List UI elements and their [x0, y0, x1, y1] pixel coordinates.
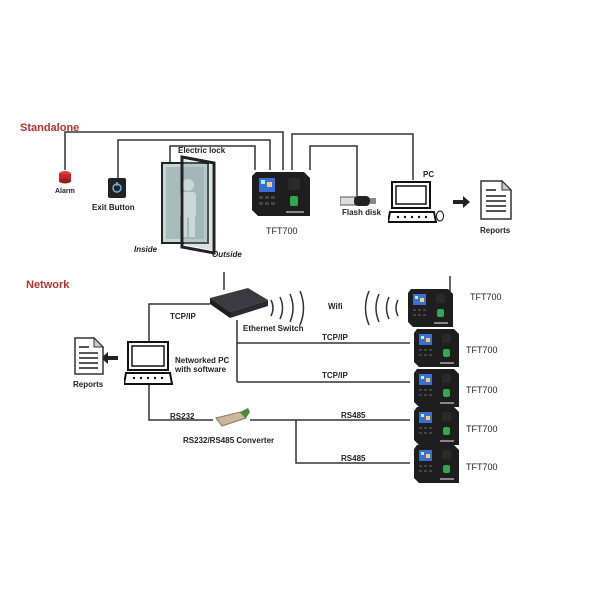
tft700-label-network: TFT700 — [466, 345, 498, 355]
link-label-4: RS485 — [341, 411, 366, 420]
link-label-5: RS485 — [341, 454, 366, 463]
ethernet-switch-label: Ethernet Switch — [243, 324, 304, 333]
electric-lock-label: Electric lock — [178, 146, 226, 155]
rs232-label: RS232 — [170, 412, 195, 421]
exit-button-icon — [108, 178, 126, 198]
alarm-label: Alarm — [55, 188, 75, 195]
wire-exit-button — [117, 139, 271, 178]
tft700-device-network — [414, 368, 460, 413]
converter-label: RS232/RS485 Converter — [183, 436, 275, 445]
link-label-3: TCP/IP — [322, 371, 348, 380]
tft700-label-network: TFT700 — [470, 292, 502, 302]
tft700-device-standalone — [252, 170, 312, 223]
section-title-network: Network — [26, 279, 70, 291]
flash-disk-icon — [340, 196, 376, 206]
wifi-waves-in — [364, 290, 399, 326]
link-label-2: TCP/IP — [322, 333, 348, 342]
wifi-label: Wifi — [328, 302, 343, 311]
pc-icon — [388, 181, 444, 223]
tft700-device-network — [414, 444, 460, 489]
inside-label: Inside — [134, 245, 158, 254]
fingerprint-terminal-icon — [252, 172, 310, 216]
networked-pc-label-line1: Networked PC — [175, 356, 230, 365]
networked-pc-icon — [124, 341, 174, 385]
wire-electric-lock — [169, 145, 256, 170]
tft700-device-network — [414, 328, 460, 373]
tft700-label-network: TFT700 — [466, 424, 498, 434]
pc-label: PC — [423, 170, 435, 179]
fingerprint-terminal-icon — [408, 289, 453, 327]
wire-alarm — [64, 131, 284, 170]
arrow-netpc-reports — [101, 352, 118, 364]
tft700-label-standalone: TFT700 — [266, 226, 298, 236]
wire-converter-device5 — [295, 420, 410, 464]
section-title-standalone: Standalone — [20, 122, 80, 134]
tft700-label-network: TFT700 — [466, 462, 498, 472]
tcpip-label-pc: TCP/IP — [170, 312, 196, 321]
ethernet-switch-icon — [210, 288, 268, 318]
reports-document-icon — [480, 180, 512, 220]
tft700-label-network: TFT700 — [466, 385, 498, 395]
wifi-waves-out — [270, 290, 305, 326]
fingerprint-terminal-icon — [414, 369, 459, 407]
fingerprint-terminal-icon — [414, 329, 459, 367]
rs232-rs485-converter-icon — [215, 408, 250, 427]
reports-label-standalone: Reports — [480, 226, 511, 235]
networked-pc-label-line2: with software — [175, 365, 227, 374]
wire-pc-converter — [148, 385, 213, 421]
reports-document-icon — [74, 337, 104, 375]
tft700-device-network — [408, 288, 454, 333]
alarm-icon — [59, 171, 71, 184]
arrow-pc-reports — [453, 196, 470, 208]
door-icon — [161, 155, 216, 255]
wire-pc — [291, 133, 414, 180]
wire-pc-switch — [148, 303, 210, 345]
outside-label: Outside — [212, 250, 242, 259]
reports-label-network: Reports — [73, 380, 104, 389]
fingerprint-terminal-icon — [414, 407, 459, 445]
fingerprint-terminal-icon — [414, 445, 459, 483]
exit-button-label: Exit Button — [92, 203, 135, 212]
wire-flash-disk — [309, 145, 358, 196]
flash-disk-label: Flash disk — [342, 208, 382, 217]
tft700-device-network — [414, 406, 460, 451]
